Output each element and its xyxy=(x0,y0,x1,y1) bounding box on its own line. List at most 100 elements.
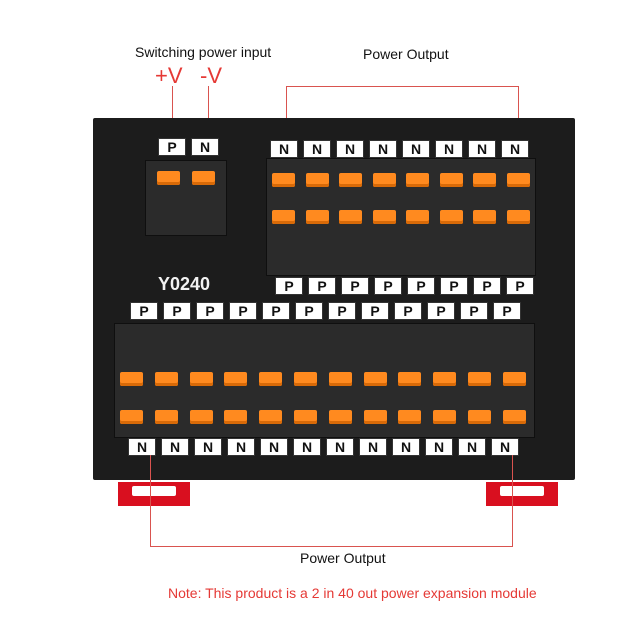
bottom-clip-lower-2[interactable] xyxy=(154,410,178,424)
bottom-n-pin-9: N xyxy=(392,438,420,456)
top-clip-lower-3[interactable] xyxy=(339,210,362,224)
top-p-pin-8: P xyxy=(506,277,534,295)
bottom-n-pin-10: N xyxy=(425,438,453,456)
top-clip-lower-5[interactable] xyxy=(406,210,429,224)
din-clip-left xyxy=(118,482,190,506)
bottom-clip-upper-2[interactable] xyxy=(154,372,178,386)
top-clip-upper-7[interactable] xyxy=(473,173,496,187)
top-p-pin-3: P xyxy=(341,277,369,295)
top-clip-upper-3[interactable] xyxy=(339,173,362,187)
bottom-clip-lower-8[interactable] xyxy=(363,410,387,424)
top-p-pin-2: P xyxy=(308,277,336,295)
input-title: Switching power input xyxy=(135,44,272,60)
bottom-p-pin-3: P xyxy=(196,302,224,320)
product-note: Note: This product is a 2 in 40 out powe… xyxy=(168,585,537,601)
top-clip-lower-2[interactable] xyxy=(305,210,329,224)
bottom-clip-upper-11[interactable] xyxy=(468,372,491,386)
top-clip-lower-4[interactable] xyxy=(372,210,396,224)
bottom-clip-upper-6[interactable] xyxy=(294,372,317,386)
bottom-clip-lower-10[interactable] xyxy=(433,410,457,424)
bottom-clip-lower-9[interactable] xyxy=(398,410,422,424)
bottom-p-pin-8: P xyxy=(361,302,389,320)
minus-v-label: -V xyxy=(200,63,222,88)
top-p-pin-4: P xyxy=(374,277,402,295)
bottom-clip-upper-10[interactable] xyxy=(433,372,457,386)
output-top-bracket-r xyxy=(518,86,519,132)
bottom-clip-upper-12[interactable] xyxy=(502,372,526,386)
bottom-n-pin-2: N xyxy=(161,438,189,456)
top-clip-upper-1[interactable] xyxy=(272,173,295,187)
output-top-bracket-h xyxy=(286,86,519,87)
input-clip-n[interactable] xyxy=(192,171,215,185)
plus-v-line xyxy=(172,86,173,136)
output-bottom-bracket-l xyxy=(150,455,151,547)
bottom-clip-lower-3[interactable] xyxy=(189,410,213,424)
bottom-p-pin-6: P xyxy=(295,302,323,320)
bottom-clip-upper-9[interactable] xyxy=(398,372,422,386)
din-clip-right xyxy=(486,482,558,506)
input-pin-2: N xyxy=(191,138,219,156)
bottom-clip-upper-3[interactable] xyxy=(189,372,213,386)
bottom-n-pin-1: N xyxy=(128,438,156,456)
model-number: Y0240 xyxy=(158,274,211,294)
input-pin-1: P xyxy=(158,138,186,156)
bottom-clip-lower-6[interactable] xyxy=(294,410,317,424)
bottom-clip-lower-5[interactable] xyxy=(259,410,283,424)
bottom-clip-lower-1[interactable] xyxy=(120,410,143,424)
top-p-pin-6: P xyxy=(440,277,468,295)
top-clip-upper-4[interactable] xyxy=(372,173,396,187)
bottom-p-pin-10: P xyxy=(427,302,455,320)
top-n-pin-2: N xyxy=(303,140,331,158)
input-clip-p[interactable] xyxy=(157,171,180,185)
bottom-p-pin-5: P xyxy=(262,302,290,320)
top-clip-upper-6[interactable] xyxy=(439,173,463,187)
bottom-p-pin-2: P xyxy=(163,302,191,320)
bottom-n-pin-5: N xyxy=(260,438,288,456)
bottom-clip-upper-4[interactable] xyxy=(224,372,248,386)
top-clip-lower-7[interactable] xyxy=(473,210,496,224)
bottom-n-pin-11: N xyxy=(458,438,486,456)
top-n-pin-4: N xyxy=(369,140,397,158)
top-p-pin-1: P xyxy=(275,277,303,295)
plus-v-label: +V xyxy=(155,63,183,88)
top-p-pin-5: P xyxy=(407,277,435,295)
bottom-p-pin-9: P xyxy=(394,302,422,320)
bottom-n-pin-7: N xyxy=(326,438,354,456)
bottom-p-pin-1: P xyxy=(130,302,158,320)
bottom-clip-upper-1[interactable] xyxy=(120,372,143,386)
top-p-pin-7: P xyxy=(473,277,501,295)
bottom-p-pin-4: P xyxy=(229,302,257,320)
output-bottom-bracket-h xyxy=(150,546,513,547)
top-clip-lower-6[interactable] xyxy=(439,210,463,224)
bottom-n-pin-4: N xyxy=(227,438,255,456)
bottom-clip-upper-7[interactable] xyxy=(328,372,352,386)
power-output-bottom-label: Power Output xyxy=(300,550,386,566)
bottom-clip-lower-12[interactable] xyxy=(502,410,526,424)
top-n-pin-1: N xyxy=(270,140,298,158)
bottom-p-pin-11: P xyxy=(460,302,488,320)
bottom-clip-lower-11[interactable] xyxy=(468,410,491,424)
output-top-bracket-l xyxy=(286,86,287,132)
bottom-clip-lower-4[interactable] xyxy=(224,410,248,424)
top-clip-lower-1[interactable] xyxy=(272,210,295,224)
top-n-pin-8: N xyxy=(501,140,529,158)
bottom-n-pin-8: N xyxy=(359,438,387,456)
output-bottom-bracket-r xyxy=(512,455,513,547)
bottom-clip-upper-8[interactable] xyxy=(363,372,387,386)
top-clip-upper-2[interactable] xyxy=(305,173,329,187)
minus-v-line xyxy=(208,86,209,136)
top-clip-lower-8[interactable] xyxy=(506,210,530,224)
bottom-clip-lower-7[interactable] xyxy=(328,410,352,424)
bottom-n-pin-12: N xyxy=(491,438,519,456)
bottom-clip-upper-5[interactable] xyxy=(259,372,283,386)
top-n-pin-7: N xyxy=(468,140,496,158)
top-clip-upper-5[interactable] xyxy=(406,173,429,187)
bottom-output-terminal-block xyxy=(114,323,535,438)
top-clip-upper-8[interactable] xyxy=(506,173,530,187)
bottom-n-pin-3: N xyxy=(194,438,222,456)
bottom-n-pin-6: N xyxy=(293,438,321,456)
